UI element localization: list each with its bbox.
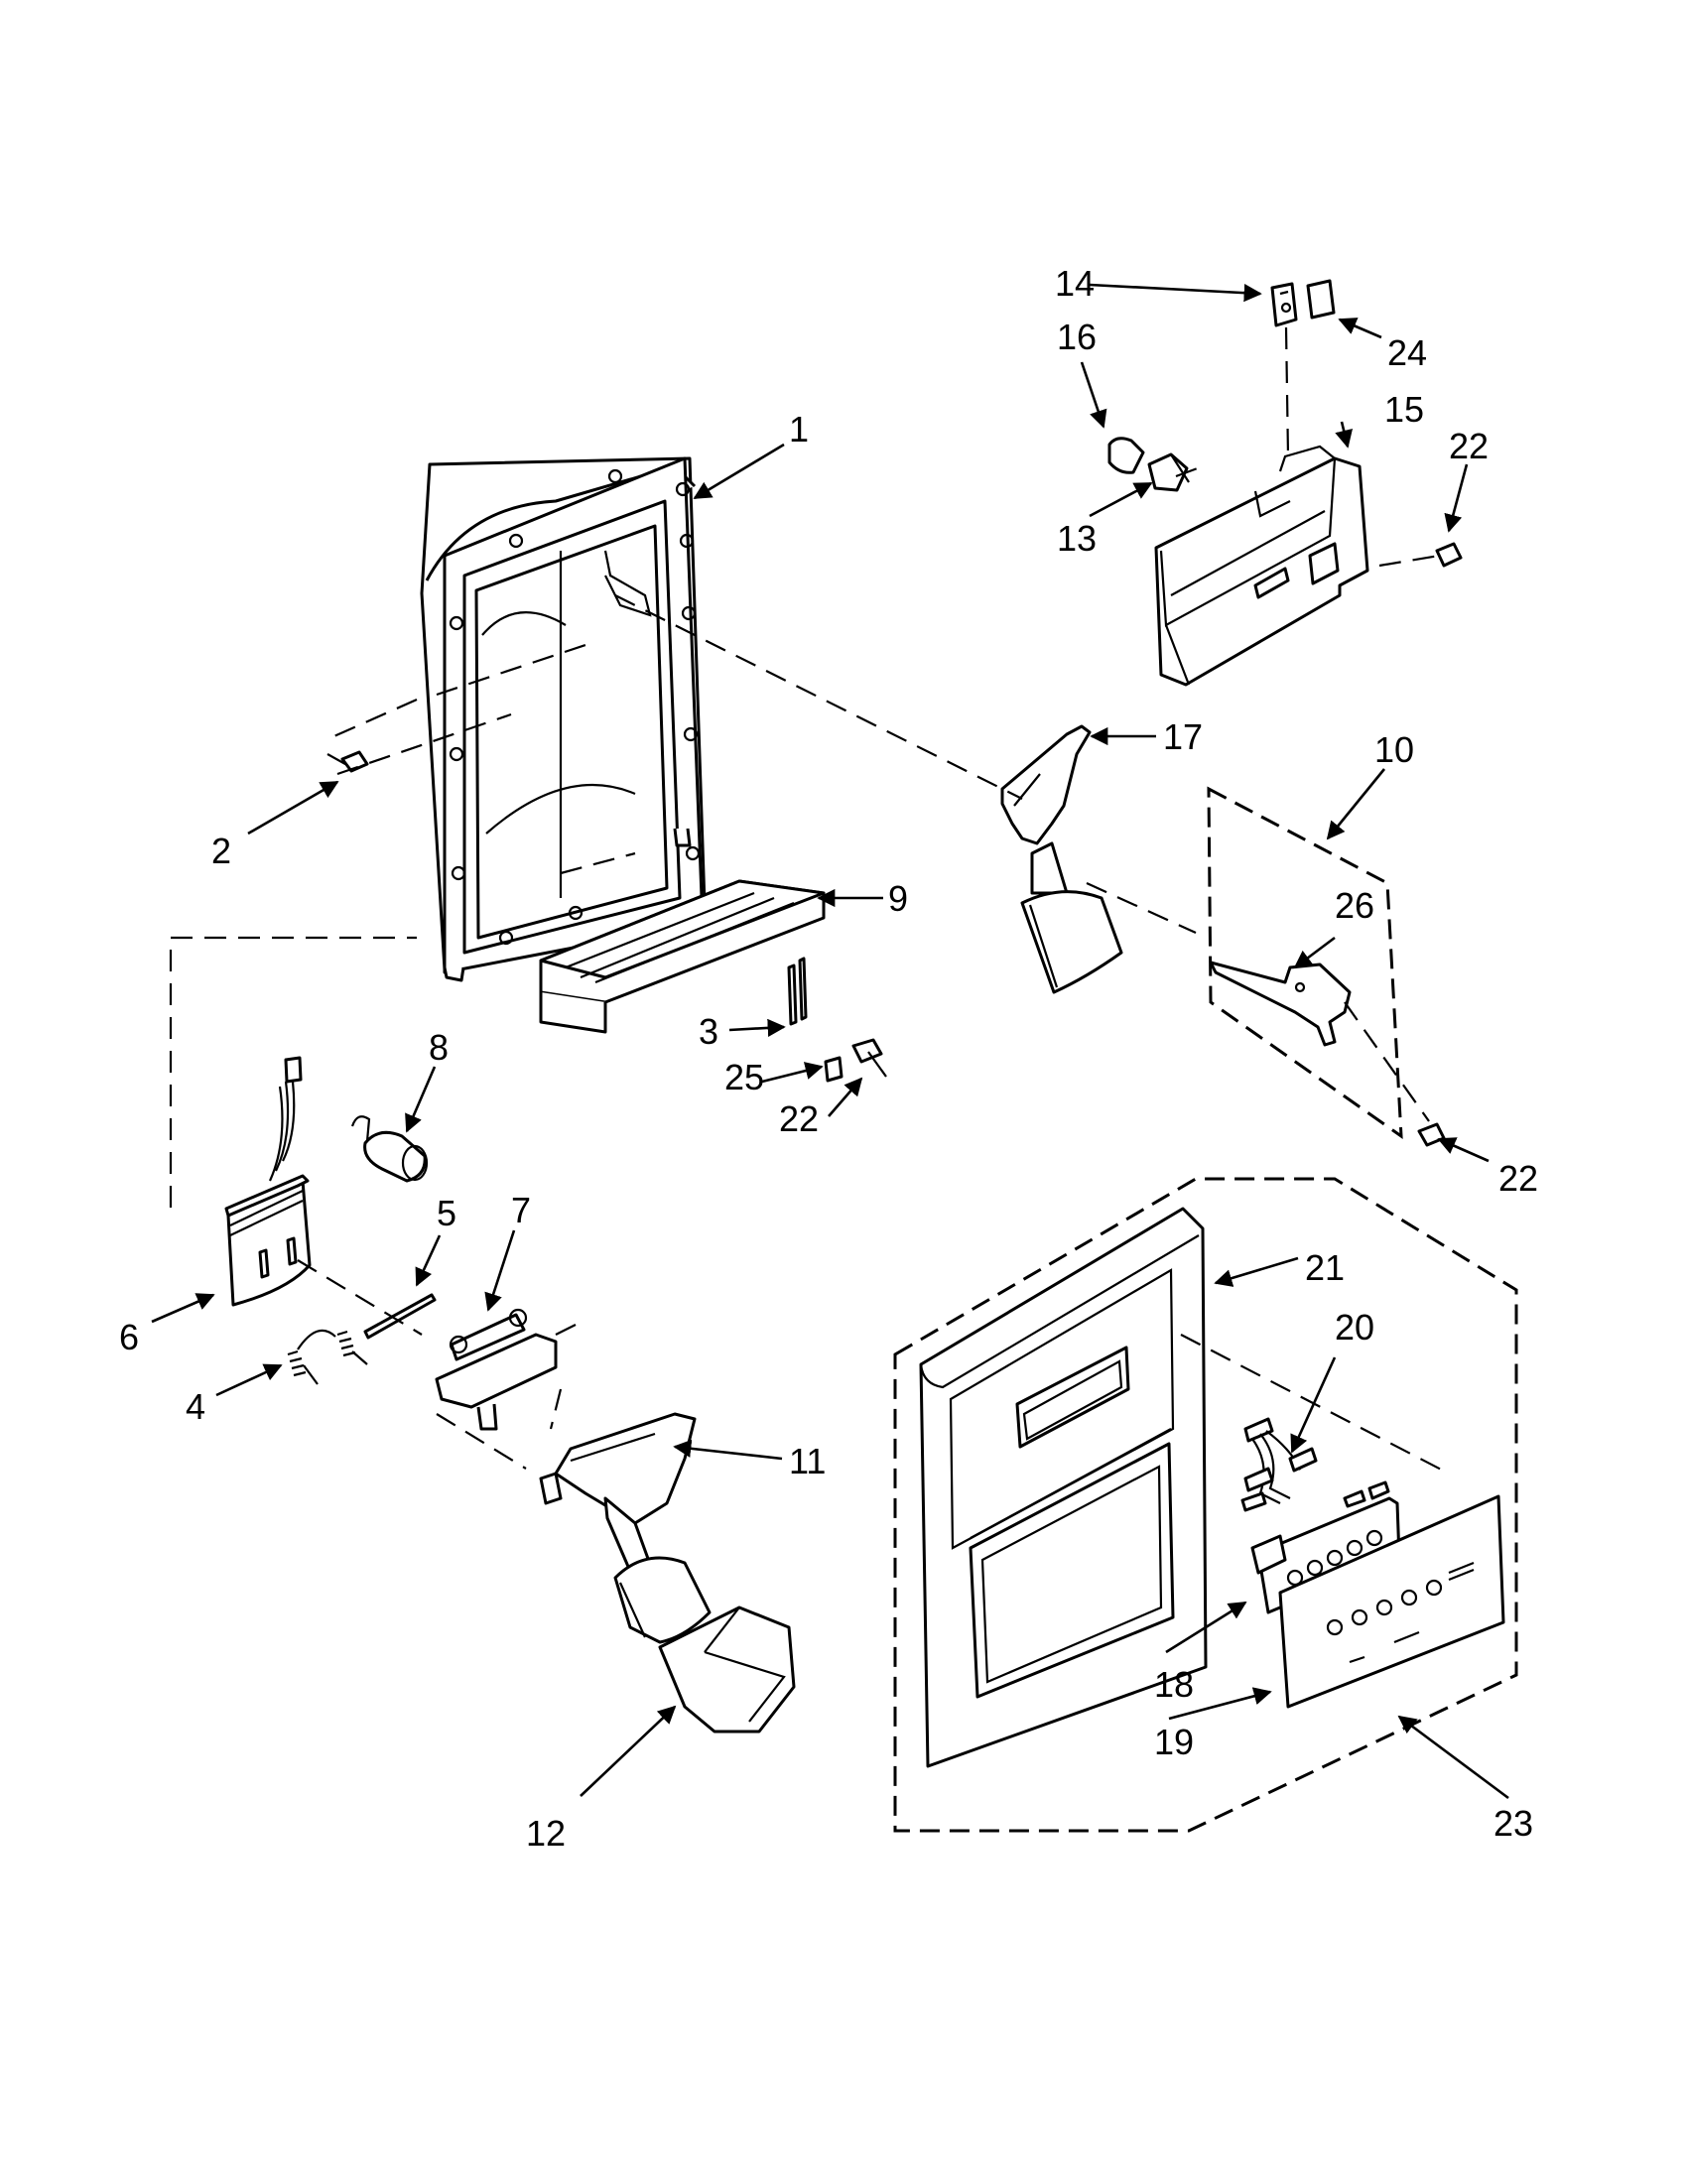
screw-top-right	[1435, 542, 1463, 568]
callout-13: 13	[1057, 518, 1097, 559]
actuator	[1209, 961, 1352, 1047]
callout-8: 8	[429, 1027, 449, 1068]
shim	[824, 1056, 844, 1083]
group-box-23	[893, 1177, 1518, 1833]
callout-22-bottom: 22	[779, 1098, 819, 1139]
lever-bracket	[435, 1308, 577, 1431]
ice-lever	[539, 1412, 712, 1644]
callout-labels: 1 2 3 4 5 6 7 8 9 10 11 12 13 14 15 16 1…	[119, 263, 1538, 1854]
callout-24: 24	[1387, 332, 1427, 373]
callout-25: 25	[724, 1057, 764, 1097]
callout-5: 5	[437, 1193, 456, 1233]
pivot-pin	[363, 1293, 437, 1340]
callout-22-right: 22	[1498, 1158, 1538, 1199]
callout-6: 6	[119, 1317, 139, 1357]
drip-tray	[539, 879, 826, 1034]
control-overlay	[1278, 1494, 1505, 1709]
dispenser-housing	[420, 456, 707, 982]
switch-housing	[1154, 445, 1369, 687]
micro-switch	[1270, 282, 1298, 457]
callout-20: 20	[1335, 1307, 1374, 1348]
switch-lever-clip	[787, 957, 808, 1026]
screw-right	[1417, 1122, 1446, 1147]
callout-21: 21	[1305, 1247, 1345, 1288]
callout-16: 16	[1057, 317, 1097, 357]
leader-lines	[151, 283, 1509, 1800]
callout-22-top: 22	[1449, 426, 1489, 466]
screw-center	[851, 1038, 887, 1078]
callout-4: 4	[186, 1386, 205, 1427]
callout-1: 1	[789, 409, 809, 450]
dispenser-module	[224, 1056, 312, 1307]
control-board	[1250, 1480, 1401, 1614]
callout-14: 14	[1055, 263, 1095, 304]
callout-19: 19	[1154, 1722, 1194, 1762]
callout-17: 17	[1163, 716, 1203, 757]
callout-7: 7	[511, 1190, 531, 1230]
callout-11: 11	[789, 1441, 826, 1481]
ice-chute	[658, 1606, 796, 1734]
springs	[287, 1329, 368, 1385]
screw-left	[326, 750, 369, 773]
solenoid	[350, 1115, 429, 1183]
callout-12: 12	[526, 1813, 566, 1854]
water-lever	[1000, 724, 1123, 994]
callout-2: 2	[211, 831, 231, 871]
callout-26: 26	[1335, 885, 1374, 926]
callout-3: 3	[699, 1011, 718, 1052]
callout-18: 18	[1154, 1664, 1194, 1705]
callout-10: 10	[1374, 729, 1414, 770]
light-socket	[1147, 452, 1190, 492]
wire-harness	[1240, 1417, 1318, 1512]
callout-23: 23	[1493, 1803, 1533, 1844]
light-bulb	[1107, 437, 1145, 474]
dispenser-facade	[919, 1207, 1208, 1768]
group-box-10	[1207, 786, 1403, 1140]
callout-15: 15	[1384, 389, 1424, 430]
insulator	[1306, 279, 1336, 320]
callout-9: 9	[888, 878, 908, 919]
